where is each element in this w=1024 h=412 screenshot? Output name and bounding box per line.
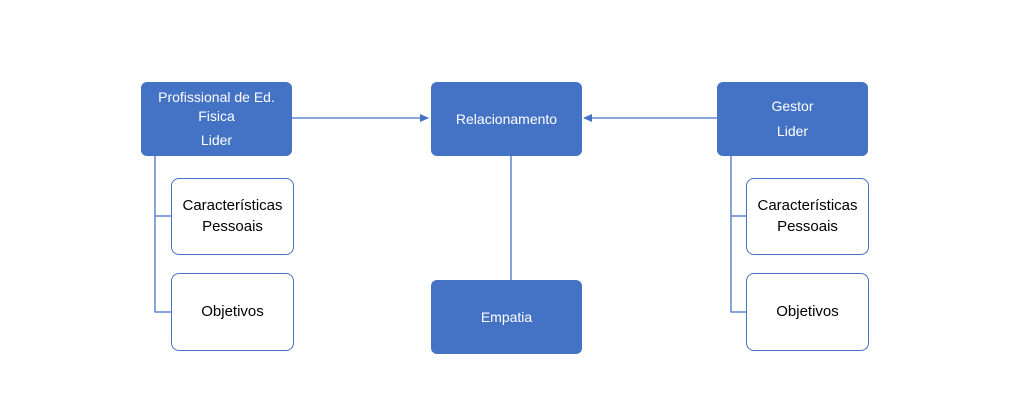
edge-right-to-subitems [730,156,747,313]
node-line: Características [757,197,858,215]
node-line: Gestor [771,98,814,115]
node-line: Fisica [198,108,235,125]
node-line: Pessoais [777,217,838,235]
node-right-objetivos: Objetivos [746,273,869,351]
node-line: Características [182,197,283,215]
node-gestor-lider: Gestor Lider [717,82,868,156]
node-line: Empatia [480,308,533,325]
node-line: Pessoais [202,217,263,235]
node-profissional-lider: Profissional de Ed. Fisica Lider [141,82,292,156]
node-left-caracteristicas-pessoais: Características Pessoais [171,178,294,255]
node-right-caracteristicas-pessoais: Características Pessoais [746,178,869,255]
node-line: Objetivos [201,302,264,320]
node-line: Objetivos [776,302,839,320]
node-line: Relacionamento [455,110,558,127]
node-empatia: Empatia [431,280,582,354]
node-left-objetivos: Objetivos [171,273,294,351]
node-line: Lider [776,123,809,139]
edge-left-to-subitems [154,156,172,313]
node-line: Lider [200,131,233,148]
node-line: Profissional de Ed. [158,89,275,106]
node-relacionamento: Relacionamento [431,82,582,156]
